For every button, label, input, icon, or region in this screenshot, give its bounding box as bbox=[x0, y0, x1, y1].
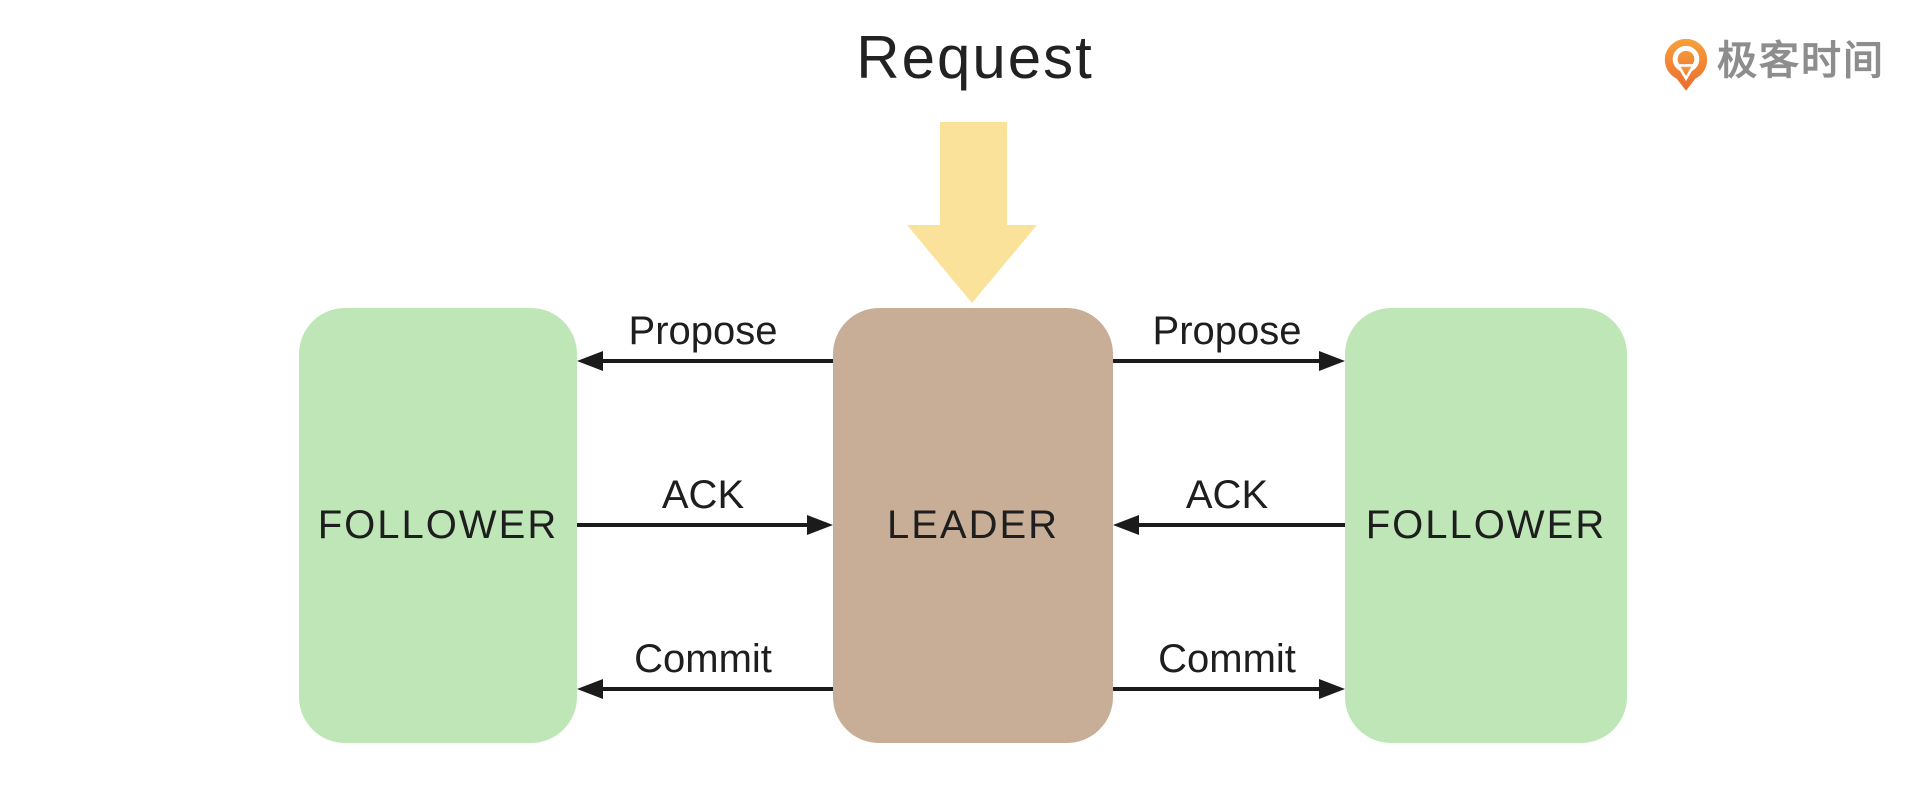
commit-label-right: Commit bbox=[1158, 637, 1296, 681]
arrow-line bbox=[1113, 359, 1325, 363]
commit-label-left: Commit bbox=[634, 637, 772, 681]
follower-right-label: FOLLOWER bbox=[1365, 503, 1607, 547]
geektime-logo-text: 极客时间 bbox=[1717, 39, 1885, 83]
follower-left-label: FOLLOWER bbox=[317, 503, 559, 547]
arrow-line bbox=[577, 523, 813, 527]
request-down-arrow-icon bbox=[907, 122, 1037, 303]
follower-left-node: FOLLOWER bbox=[299, 308, 577, 743]
commit-arrow-leader-to-right-follower bbox=[1113, 679, 1345, 699]
commit-arrow-leader-to-left-follower bbox=[577, 679, 833, 699]
request-title: Request bbox=[856, 24, 1094, 91]
propose-label-right: Propose bbox=[1152, 309, 1302, 353]
arrow-line bbox=[597, 359, 833, 363]
geektime-logo: 极客时间 bbox=[1664, 38, 1885, 92]
follower-right-node: FOLLOWER bbox=[1345, 308, 1627, 743]
arrow-line bbox=[1133, 523, 1345, 527]
ack-label-left: ACK bbox=[661, 473, 745, 517]
leader-node: LEADER bbox=[833, 308, 1113, 743]
leader-label: LEADER bbox=[886, 503, 1060, 547]
propose-arrow-leader-to-right-follower bbox=[1113, 351, 1345, 371]
ack-arrow-right-follower-to-leader bbox=[1113, 515, 1345, 535]
arrow-line bbox=[1113, 687, 1325, 691]
arrow-line bbox=[597, 687, 833, 691]
propose-label-left: Propose bbox=[628, 309, 778, 353]
geektime-pin-icon bbox=[1664, 38, 1708, 91]
ack-arrow-left-follower-to-leader bbox=[577, 515, 833, 535]
propose-arrow-leader-to-left-follower bbox=[577, 351, 833, 371]
ack-label-right: ACK bbox=[1185, 473, 1269, 517]
